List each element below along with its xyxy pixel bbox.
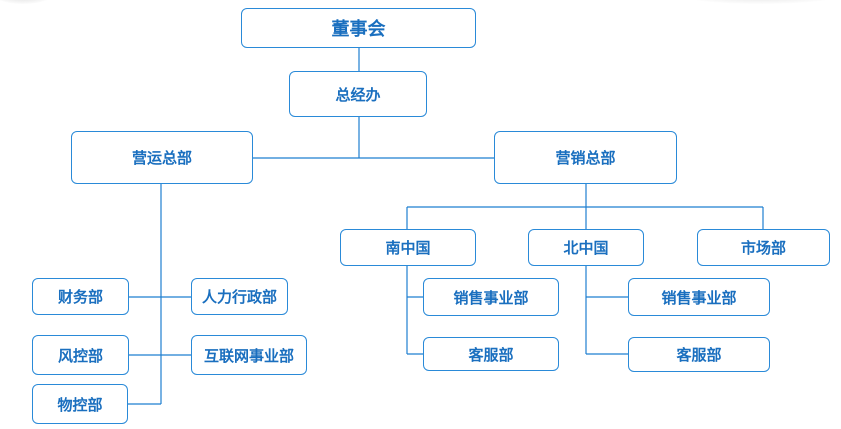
node-board: 董事会 (241, 8, 476, 48)
node-risk-control: 风控部 (32, 335, 129, 375)
node-internet-business: 互联网事业部 (191, 335, 307, 375)
node-south-service: 客服部 (423, 337, 559, 371)
node-marketing: 营销总部 (494, 131, 677, 184)
node-north-service: 客服部 (628, 337, 770, 372)
node-market-dept: 市场部 (697, 229, 830, 266)
node-operations: 营运总部 (71, 131, 253, 184)
node-finance: 财务部 (32, 278, 129, 315)
node-north-sales: 销售事业部 (628, 278, 770, 316)
node-north-china: 北中国 (528, 229, 644, 266)
node-south-sales: 销售事业部 (423, 278, 559, 316)
node-hr-admin: 人力行政部 (191, 278, 288, 315)
node-gm-office: 总经办 (289, 71, 427, 117)
node-south-china: 南中国 (340, 229, 476, 266)
node-material-control: 物控部 (32, 384, 128, 424)
